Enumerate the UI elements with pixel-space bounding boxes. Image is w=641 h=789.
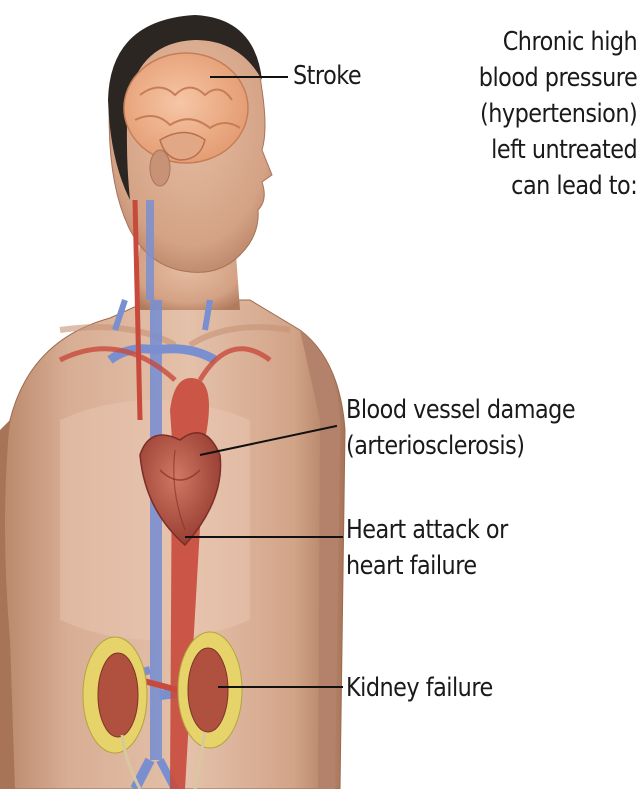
kidney-leader: [218, 686, 343, 688]
label-blood-vessel-damage: Blood vessel damage (arteriosclerosis): [346, 392, 575, 464]
label-vessel-line: Blood vessel damage: [346, 392, 575, 428]
intro-line: can lead to:: [479, 168, 637, 204]
label-stroke-text: Stroke: [293, 58, 361, 94]
label-kidney-text: Kidney failure: [346, 670, 493, 706]
heart-leader: [185, 536, 343, 538]
label-heart-line: Heart attack or: [346, 512, 508, 548]
intro-text: Chronic high blood pressure (hypertensio…: [479, 24, 637, 204]
intro-line: (hypertension): [479, 96, 637, 132]
label-vessel-line: (arteriosclerosis): [346, 428, 575, 464]
label-stroke: Stroke: [293, 58, 361, 94]
label-heart-attack: Heart attack or heart failure: [346, 512, 508, 584]
right-kidney: [188, 648, 228, 732]
label-kidney-failure: Kidney failure: [346, 670, 493, 706]
stroke-leader: [210, 76, 288, 78]
intro-line: left untreated: [479, 132, 637, 168]
intro-line: blood pressure: [479, 60, 637, 96]
intro-line: Chronic high: [479, 24, 637, 60]
label-heart-line: heart failure: [346, 548, 508, 584]
left-kidney: [98, 653, 138, 737]
